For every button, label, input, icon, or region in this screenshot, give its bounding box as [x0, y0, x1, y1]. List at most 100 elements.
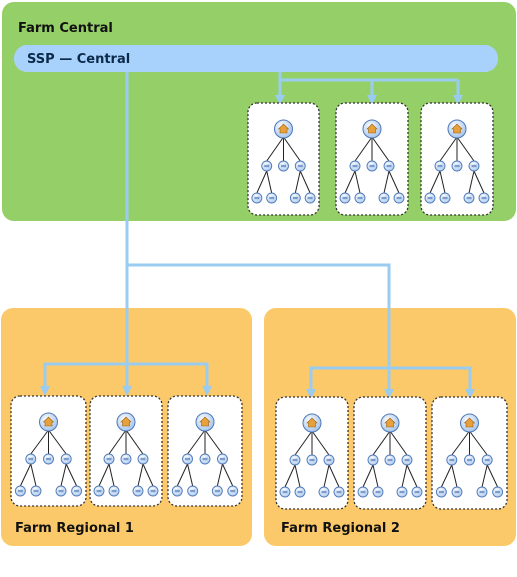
tree-edge: [354, 170, 361, 194]
site-node-icon: [211, 485, 223, 497]
tree-edge: [328, 464, 340, 488]
site-node-icon: [217, 453, 228, 465]
site-node-icon: [492, 486, 504, 498]
site-node-icon: [378, 192, 390, 204]
tree-edge: [187, 429, 206, 455]
tree-edges: [284, 430, 340, 488]
home-icon: [39, 412, 58, 432]
site-node-icon: [266, 192, 278, 204]
site-node-icon: [349, 160, 361, 172]
site-node-icon: [14, 485, 26, 497]
ssp-central-bar: [14, 45, 498, 72]
tree-edge: [30, 429, 49, 455]
site-node-icon: [55, 485, 67, 497]
farm-regional-2-label: Farm Regional 2: [281, 521, 400, 536]
farm-central-label: Farm Central: [18, 21, 113, 36]
site-node-icon: [227, 485, 239, 497]
trunk-connector: [125, 72, 391, 393]
site-collection-card: [275, 396, 349, 510]
tree-edge: [429, 170, 441, 194]
site-collection-card: [431, 396, 508, 510]
tree-edge: [481, 464, 488, 488]
home-icon: [302, 413, 322, 433]
tree-edge: [283, 136, 301, 162]
site-node-icon: [304, 192, 316, 204]
site-collection-card: [167, 395, 243, 507]
site-node-icon: [367, 454, 379, 466]
tree-edge: [469, 430, 488, 456]
site-node-icon: [294, 486, 306, 498]
site-node-icon: [120, 453, 132, 465]
tree-edge: [388, 170, 400, 194]
tree-edge: [451, 464, 458, 488]
site-node-icon: [43, 453, 54, 465]
site-collection-card: [247, 102, 320, 216]
tree-edge: [266, 136, 284, 162]
tree-edge: [401, 464, 408, 488]
tree-edge: [439, 170, 446, 194]
tree-edges: [176, 429, 234, 487]
site-node-icon: [451, 486, 463, 498]
tree-edge: [323, 464, 330, 488]
site-node-icon: [464, 454, 475, 466]
home-icon: [116, 412, 136, 432]
tree-edge: [294, 464, 301, 488]
tree-edge: [222, 463, 234, 487]
site-collection-card: [420, 102, 494, 216]
home-icon: [195, 412, 215, 432]
site-node-icon: [435, 486, 447, 498]
site-node-icon: [30, 485, 42, 497]
site-node-icon: [354, 192, 366, 204]
tree-edge: [468, 170, 475, 194]
site-node-icon: [132, 485, 144, 497]
site-collection-card: [10, 395, 87, 507]
site-node-icon: [318, 486, 330, 498]
site-node-icon: [372, 486, 384, 498]
tree-edge: [284, 464, 296, 488]
site-node-icon: [182, 453, 193, 465]
site-node-icon: [147, 485, 159, 497]
site-collection-card: [353, 396, 427, 510]
site-node-icon: [93, 485, 105, 497]
tree-edge: [294, 170, 301, 194]
site-node-icon: [108, 485, 120, 497]
tree-edge: [383, 170, 390, 194]
tree-edge: [372, 464, 379, 488]
tree-edges: [256, 136, 311, 194]
site-node-icon: [383, 160, 395, 172]
tree-edges: [19, 429, 78, 487]
site-node-icon: [333, 486, 345, 498]
site-node-icon: [393, 192, 405, 204]
site-node-icon: [278, 160, 289, 172]
tree-edge: [486, 464, 499, 488]
farm-regional-1-label: Farm Regional 1: [15, 521, 134, 536]
site-node-icon: [439, 192, 451, 204]
site-node-icon: [289, 192, 301, 204]
tree-edge: [176, 463, 188, 487]
tree-edge: [362, 464, 374, 488]
site-node-icon: [137, 453, 149, 465]
home-icon: [380, 413, 400, 433]
tree-edge: [294, 430, 313, 456]
site-node-icon: [463, 192, 475, 204]
tree-edge: [142, 463, 154, 487]
tree-edge: [389, 430, 408, 456]
tree-edge: [440, 464, 453, 488]
tree-edge: [98, 463, 110, 487]
tree-edge: [204, 429, 223, 455]
tree-edge: [299, 170, 311, 194]
site-node-icon: [279, 486, 291, 498]
site-collection-card: [89, 395, 163, 507]
site-node-icon: [199, 453, 211, 465]
tree-edge: [108, 429, 127, 455]
site-node-icon: [25, 453, 37, 465]
tree-edges: [98, 429, 154, 487]
home-icon: [274, 119, 293, 139]
tree-edge: [473, 170, 485, 194]
tree-edges: [344, 136, 400, 194]
home-icon: [447, 119, 467, 139]
tree-edge: [406, 464, 418, 488]
site-node-icon: [251, 192, 263, 204]
tree-edge: [371, 136, 390, 162]
